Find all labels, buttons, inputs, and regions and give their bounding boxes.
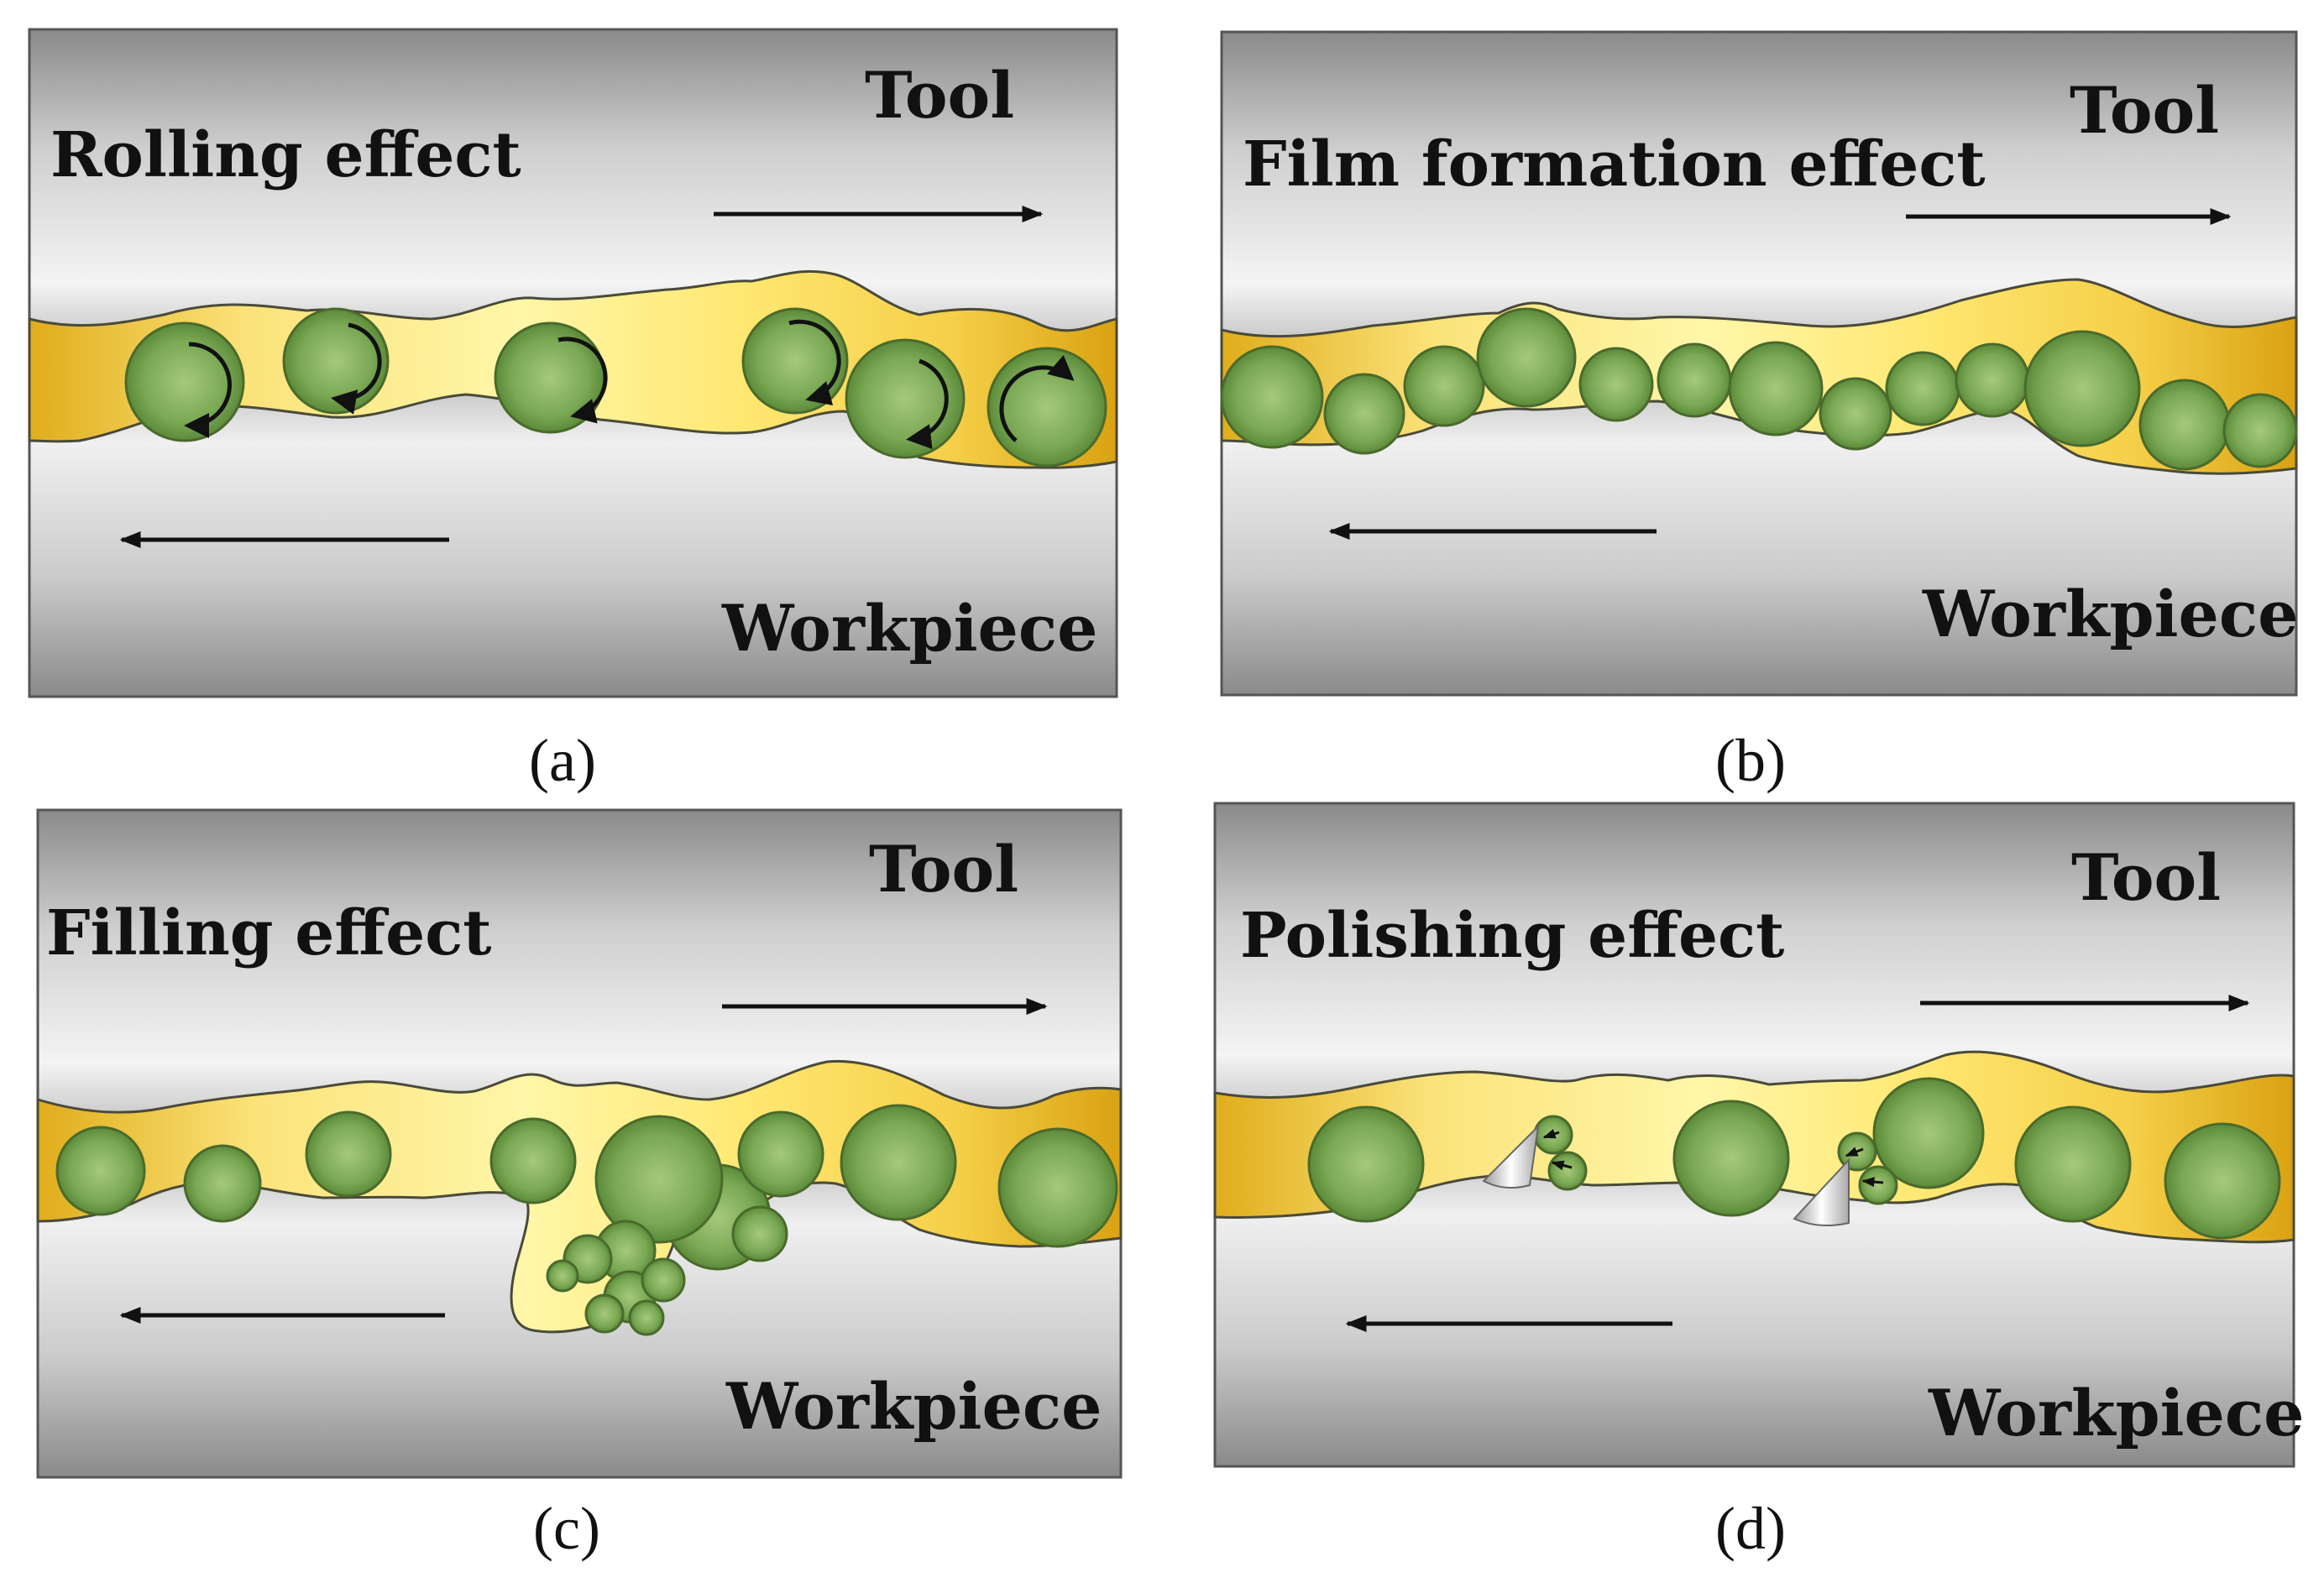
rotation-arrow-icon <box>331 322 382 415</box>
panel-d-workpiece-label: Workpiece <box>1928 1376 2305 1450</box>
panel-a-particle <box>124 321 245 442</box>
rotation-arrow-icon <box>999 354 1075 442</box>
panel-d: Polishing effect Tool Workpiece <box>1213 802 2305 1468</box>
panel-c-effect-label: Filling effect <box>46 897 491 969</box>
panel-c-particles <box>55 1104 1118 1336</box>
panel-c-particle <box>628 1299 665 1336</box>
panel-d-particles <box>1307 1077 2281 1240</box>
rotation-arrow-icon <box>906 358 949 449</box>
panel-b-particle <box>1403 345 1485 427</box>
panel-b-tool-label: Tool <box>2070 73 2219 148</box>
panel-b-workpiece-label: Workpiece <box>1922 577 2299 651</box>
panel-c-particle <box>737 1110 824 1198</box>
panel-a-workpiece-label: Workpiece <box>721 591 1098 666</box>
panel-d-particle <box>1858 1165 1898 1205</box>
panel-c-particle <box>641 1257 686 1303</box>
panel-d-abrasive-cone <box>1793 1157 1850 1226</box>
panel-b-particle <box>1819 377 1892 451</box>
panel-b-particle <box>1728 341 1824 436</box>
panel-b-particle <box>1578 347 1654 422</box>
panel-b-particle <box>1657 342 1732 418</box>
panel-b-particle <box>2023 330 2141 447</box>
panel-d-abrasive-cone <box>1482 1124 1540 1189</box>
panel-d-particle <box>2014 1105 2132 1223</box>
panel-c-particle <box>305 1110 392 1198</box>
panel-b-particle <box>1955 342 2030 418</box>
panel-b-caption: (b) <box>1715 727 1786 794</box>
panel-c-particle <box>594 1115 724 1244</box>
panel-b-effect-label: Film formation effect <box>1243 128 1986 201</box>
panel-a-effect-label: Rolling effect <box>50 119 521 191</box>
panel-a-particle <box>282 307 390 415</box>
panel-b: Film formation effect Tool Workpiece <box>1220 30 2299 697</box>
panel-c-particle <box>731 1205 788 1262</box>
panel-c-caption: (c) <box>533 1495 600 1562</box>
panel-c: Filling effect Tool Workpiece <box>36 808 1123 1479</box>
panel-d-particle <box>1872 1077 1985 1189</box>
panel-b-particle <box>1885 351 1960 426</box>
panel-c-particle <box>55 1126 146 1216</box>
panel-c-particle <box>997 1127 1118 1248</box>
pressure-arrow-icon <box>1861 1177 1884 1188</box>
pressure-arrow-icon <box>1542 1129 1560 1139</box>
panel-c-tool-label: Tool <box>869 832 1018 907</box>
panel-d-effect-label: Polishing effect <box>1240 900 1784 972</box>
rotation-arrow-icon <box>184 342 232 438</box>
panel-d-particle <box>1547 1151 1588 1191</box>
panel-d-caption: (d) <box>1715 1495 1786 1562</box>
panel-a-rotation-arrows <box>184 319 1075 449</box>
panel-d-particle <box>2164 1122 2281 1240</box>
panel-a-caption: (a) <box>529 727 596 794</box>
rotation-arrow-icon <box>557 337 608 424</box>
panel-c-particle <box>584 1293 625 1334</box>
panel-b-particle <box>2138 379 2231 471</box>
panel-d-tool-label: Tool <box>2071 840 2221 915</box>
panel-c-lubricant-layer <box>36 1059 1123 1334</box>
panel-c-particle <box>840 1104 957 1221</box>
panel-b-particle <box>1476 307 1577 408</box>
panel-c-workpiece-label: Workpiece <box>725 1369 1102 1444</box>
panel-d-pressure-arrows <box>1542 1129 1884 1188</box>
panel-b-particle <box>2222 393 2298 468</box>
panel-c-particle <box>546 1259 579 1293</box>
panel-a: Rolling effect Tool Workpiece <box>28 28 1118 698</box>
panel-a-tool-label: Tool <box>865 58 1014 133</box>
panel-a-particle <box>741 307 849 415</box>
rotation-arrow-icon <box>788 319 841 405</box>
pressure-arrow-icon <box>1551 1160 1573 1171</box>
panel-a-particle <box>494 321 606 434</box>
panel-d-particle <box>1307 1105 1425 1223</box>
panel-b-particle <box>1323 373 1405 455</box>
panel-c-particle <box>489 1117 577 1204</box>
panel-c-particle <box>183 1144 262 1223</box>
panel-d-particle <box>1672 1100 1790 1217</box>
panel-b-particles <box>1220 307 2298 471</box>
pressure-arrow-icon <box>1845 1147 1864 1157</box>
panel-b-particle <box>1220 345 1324 449</box>
